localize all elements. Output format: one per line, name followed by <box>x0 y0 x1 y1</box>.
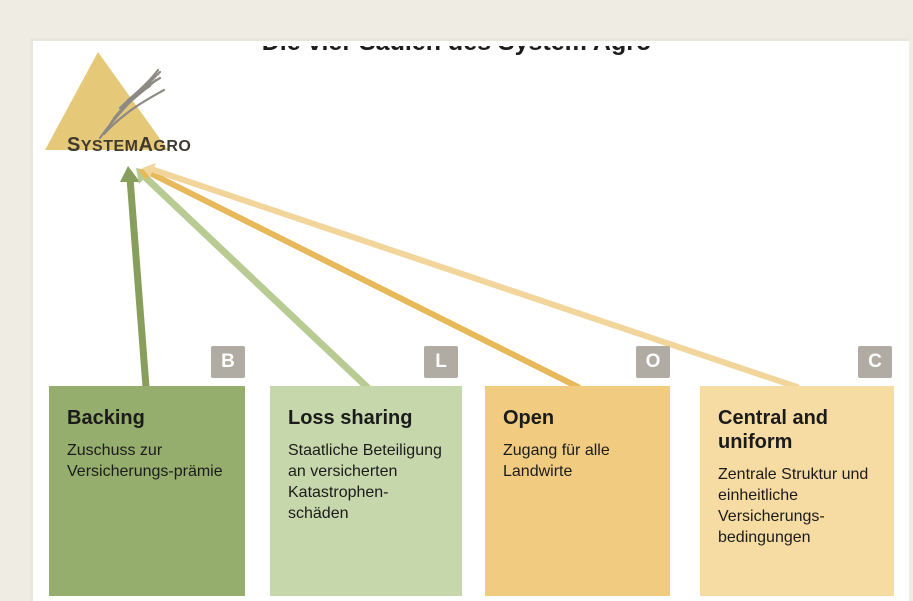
badge-c: C <box>858 346 892 378</box>
logo-letter-a: A <box>138 134 154 156</box>
pillar-card-open: Open Zugang für alle Landwirte <box>485 386 670 596</box>
badge-l: L <box>424 346 458 378</box>
logo-wordmark: SYSTEMAGRO <box>67 134 191 157</box>
diagram-title: Die vier Säulen des System Agro <box>0 46 913 57</box>
logo-triangle <box>45 52 168 150</box>
pillar-heading: Open <box>503 407 555 429</box>
pillar-description: Zentrale Struktur und einheitliche Versi… <box>718 466 869 546</box>
pillar-description: Zugang für alle Landwirte <box>503 442 610 480</box>
pillar-card-loss-sharing: Loss sharing Staatliche Beteiligung an v… <box>270 386 462 596</box>
arrow-b-head <box>120 166 140 182</box>
pillar-arrows <box>120 163 800 391</box>
arrow-c <box>151 167 800 390</box>
pillar-card-backing: Backing Zuschuss zur Versicherungs-prämi… <box>49 386 245 596</box>
pillar-heading: Central and uniform <box>718 407 829 453</box>
badge-o: O <box>636 346 670 378</box>
logo-text-gro: GRO <box>153 138 192 155</box>
pillar-heading: Backing <box>67 407 145 429</box>
pillar-card-central-uniform: Central and uniform Zentrale Struktur un… <box>700 386 894 596</box>
logo-letter-s: S <box>67 134 81 156</box>
arrow-l <box>142 174 371 391</box>
arrow-b <box>126 174 150 391</box>
pillar-description: Zuschuss zur Versicherungs-prämie <box>67 442 223 480</box>
badge-b: B <box>211 346 245 378</box>
pillar-description: Staatliche Beteiligung an versicherten K… <box>288 442 442 522</box>
arrow-o <box>147 170 581 390</box>
wheat-icon <box>98 68 166 140</box>
pillar-heading: Loss sharing <box>288 407 413 429</box>
logo-text-ystem: YSTEM <box>80 138 139 155</box>
arrow-c-head <box>142 163 156 177</box>
